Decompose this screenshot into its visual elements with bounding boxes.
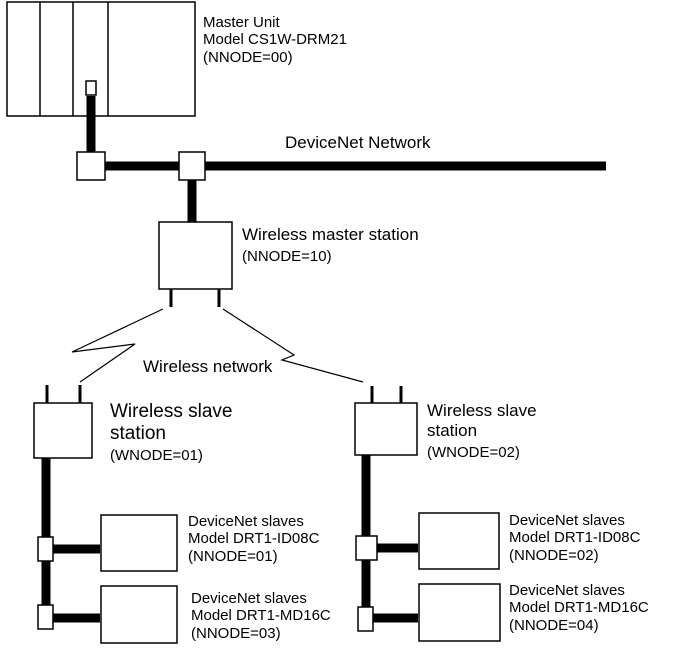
slave-title: DeviceNet slaves xyxy=(188,513,304,530)
master-port xyxy=(85,80,97,96)
slave-title: DeviceNet slaves xyxy=(509,582,625,599)
devicenet-slave-box xyxy=(418,512,500,570)
master-unit-node: (NNODE=00) xyxy=(203,48,293,66)
wireless-slave-2-line2: station xyxy=(427,420,478,440)
devicenet-slave-label: DeviceNet slaves Model DRT1-MD16C (NNODE… xyxy=(509,582,649,634)
slave-tap xyxy=(37,604,54,630)
wireless-slave-box-1 xyxy=(33,402,93,459)
slave-model: Model DRT1-ID08C xyxy=(188,530,320,548)
devicenet-slave-label: DeviceNet slaves Model DRT1-ID08C (NNODE… xyxy=(188,513,319,565)
slave-node: (NNODE=03) xyxy=(191,624,281,642)
master-unit-model: Model CS1W-DRM21 xyxy=(203,31,347,49)
wireless-slave-1-node: (WNODE=01) xyxy=(110,446,203,464)
devicenet-slave-box xyxy=(100,585,178,644)
t-branch-tap xyxy=(76,151,106,181)
slave-tap xyxy=(37,536,54,562)
wireless-master-box xyxy=(158,221,233,290)
devicenet-slave-box xyxy=(418,583,501,642)
slave-title: DeviceNet slaves xyxy=(191,590,307,607)
master-unit-label: Master Unit Model CS1W-DRM21 (NNODE=00) xyxy=(203,14,347,66)
wireless-link-zigzag-right xyxy=(222,308,364,383)
wireless-master-node: (NNODE=10) xyxy=(242,247,332,265)
wireless-slave-1-line1: Wireless slave xyxy=(110,401,233,422)
wireless-slave-2-line1: Wireless slave xyxy=(427,401,537,420)
wireless-slave-label-2: Wireless slave station (WNODE=02) xyxy=(427,401,537,461)
devicenet-slave-box xyxy=(100,514,178,572)
wireless-master-title: Wireless master station xyxy=(242,225,419,244)
t-branch-tap xyxy=(178,151,206,181)
wireless-slave-1-line2: station xyxy=(110,422,166,444)
plc-rack xyxy=(6,1,196,117)
devicenet-slave-label: DeviceNet slaves Model DRT1-ID08C (NNODE… xyxy=(509,512,640,564)
devicenet-network-label: DeviceNet Network xyxy=(285,133,431,152)
wireless-network-label: Wireless network xyxy=(143,357,273,376)
wireless-slave-box-2 xyxy=(354,402,418,456)
slave-model: Model DRT1-ID08C xyxy=(509,529,641,547)
slave-model: Model DRT1-MD16C xyxy=(191,607,331,625)
slave-title: DeviceNet slaves xyxy=(509,512,625,529)
slave-node: (NNODE=01) xyxy=(188,547,278,565)
slave-model: Model DRT1-MD16C xyxy=(509,599,649,617)
master-unit-title: Master Unit xyxy=(203,14,280,31)
slave-tap xyxy=(357,606,374,632)
slave-node: (NNODE=04) xyxy=(509,616,599,634)
devicenet-slave-label: DeviceNet slaves Model DRT1-MD16C (NNODE… xyxy=(191,590,331,642)
wireless-slave-2-node: (WNODE=02) xyxy=(427,444,520,462)
slave-tap xyxy=(355,535,378,561)
wireless-slave-label-1: Wireless slave station (WNODE=01) xyxy=(110,401,232,464)
wireless-link-zigzag-left xyxy=(71,308,164,383)
wireless-master-label: Wireless master station (NNODE=10) xyxy=(242,225,419,265)
slave-node: (NNODE=02) xyxy=(509,546,599,564)
